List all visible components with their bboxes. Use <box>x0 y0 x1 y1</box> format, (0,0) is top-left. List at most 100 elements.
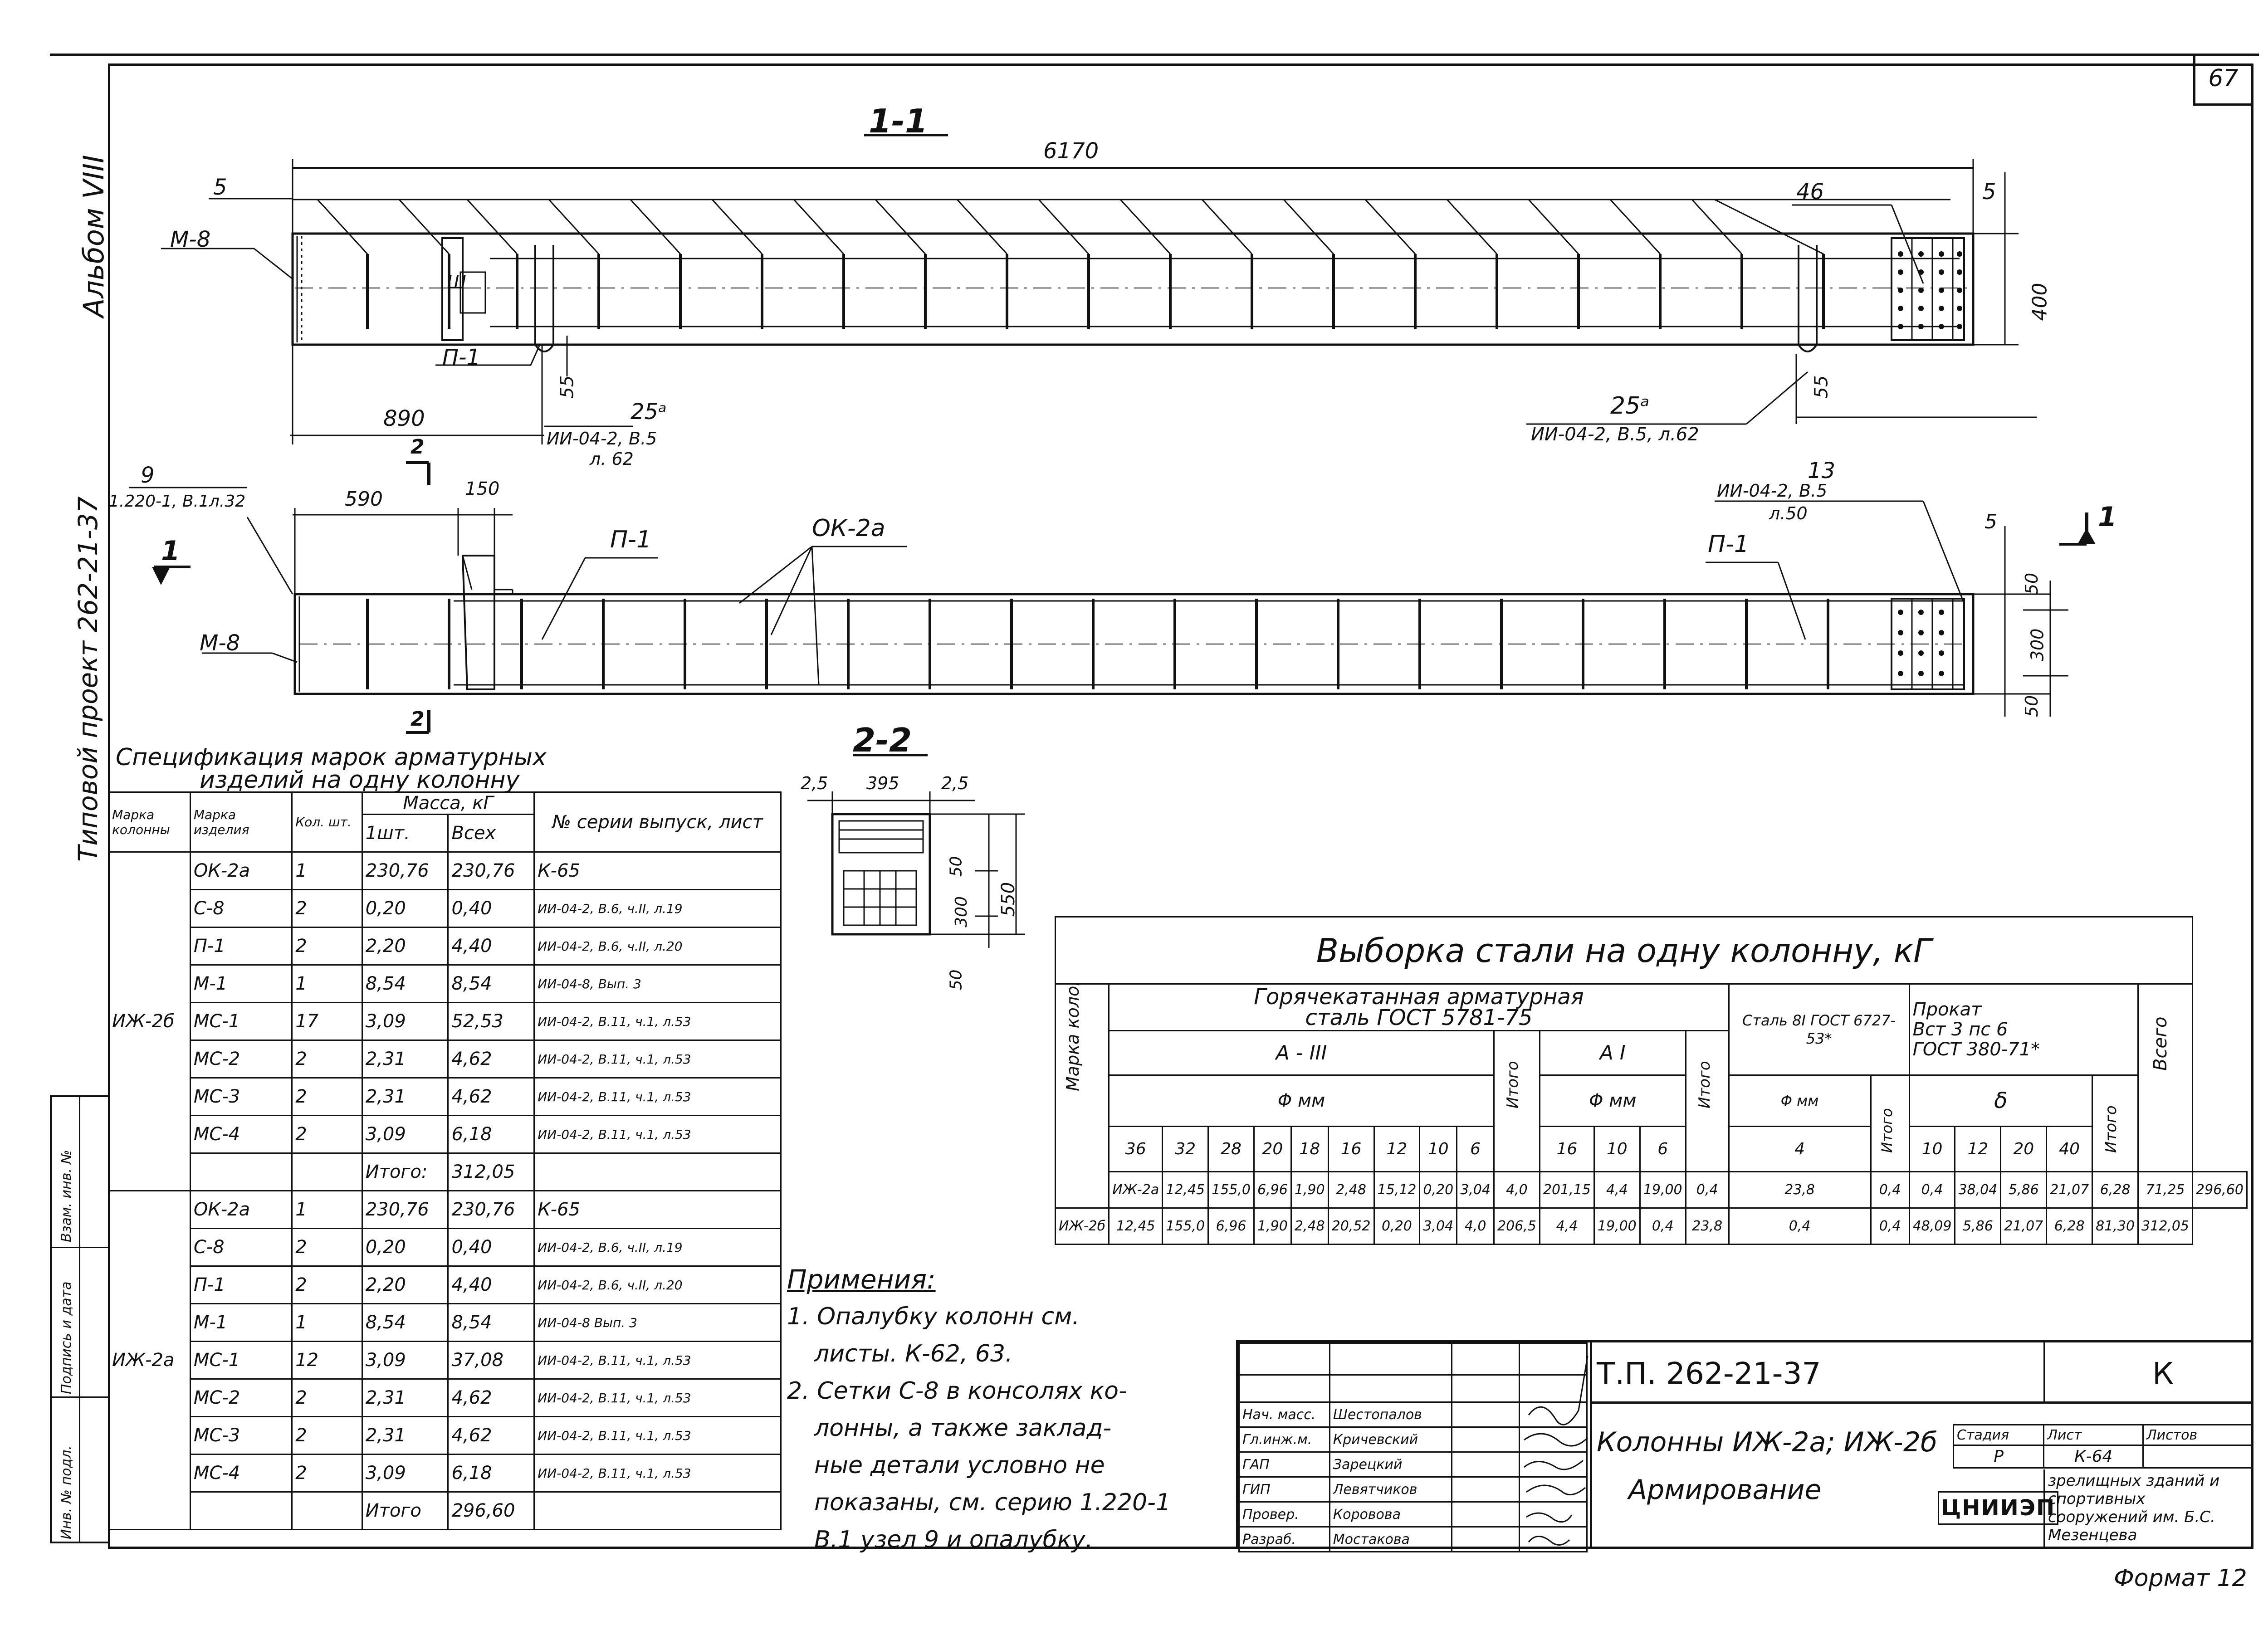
label-9: 9 <box>141 463 155 488</box>
notes-title: Примения: <box>787 1264 936 1295</box>
spec-cell: 2 <box>291 1416 363 1455</box>
label-25a-right: 25ᵃ <box>1610 392 1650 420</box>
sheet-header: Лист <box>2043 1424 2144 1446</box>
spec-h-itemmark: Марка изделия <box>189 791 293 853</box>
spec-cell: 2 <box>291 889 363 928</box>
dim-50-bottom: 50 <box>2022 695 2042 717</box>
vyb-phi-a3: Φ мм <box>1108 1074 1495 1127</box>
spec-cell: 0,20 <box>361 889 449 928</box>
s22-dim-50b: 50 <box>947 969 966 991</box>
vyb-cell: 6,96 <box>1253 1171 1292 1209</box>
vyb-hot-header: Горячекатанная арматурная сталь ГОСТ 578… <box>1108 983 1730 1031</box>
project-code: Т.П. 262-21-37 <box>1597 1356 1821 1391</box>
vyb-cell: 4,0 <box>1456 1207 1495 1245</box>
s22-dim-550: 550 <box>998 882 1019 917</box>
spec-cell: ОК-2а <box>189 1190 293 1229</box>
label-ok2a: ОК-2а <box>812 515 885 542</box>
spec-cell: ИИ-04-2, В.6, ч.II, л.20 <box>533 927 782 966</box>
dim-590: 590 <box>345 488 383 511</box>
spec-cell: 4,62 <box>447 1378 535 1417</box>
dim-6170: 6170 <box>1043 138 1099 164</box>
spec-cell: 2 <box>291 1228 363 1267</box>
vyb-cell: 201,15 <box>1539 1171 1595 1209</box>
spec-cell: 17 <box>291 1002 363 1041</box>
vyb-grand-cell: Всего <box>2137 983 2194 1172</box>
spec-cell: МС-3 <box>189 1077 293 1116</box>
spec-cell: ИИ-04-8 Вып. 3 <box>533 1303 782 1342</box>
spec-cell: 6,18 <box>447 1115 535 1154</box>
vyb-cell: 0,4 <box>1870 1171 1910 1209</box>
cut-2-bottom: 2 <box>411 708 425 731</box>
note-line: 1. Опалубку колонн см. <box>787 1303 1080 1330</box>
vyb-cell: 0,20 <box>1373 1207 1421 1245</box>
stage-value: Р <box>1952 1445 2045 1469</box>
vyb-total-steel: Итого <box>1878 1108 1896 1153</box>
vyb-cell: 20,52 <box>1327 1207 1375 1245</box>
org-logo: ЦНИИЭП <box>1937 1491 2059 1525</box>
s22-dim-25a: 2,5 <box>801 773 828 793</box>
cut-2-top: 2 <box>411 435 425 459</box>
spec-cell: ОК-2а <box>189 851 293 890</box>
vyb-phi-a1: Φ мм <box>1539 1074 1686 1127</box>
spec-h-qty: Кол. шт. <box>291 791 363 853</box>
vyb-dia: 6 <box>1456 1126 1495 1172</box>
vyb-total-a3: Итого <box>1503 1061 1522 1108</box>
title-block: Нач. масс.Шестопалов Гл.инж.м.Кричевский… <box>1236 1340 2253 1552</box>
spec-table: Марка колонны Марка изделия Кол. шт. Мас… <box>108 791 782 1530</box>
spec-cell: ИИ-04-2, В.11, ч.1, л.53 <box>533 1002 782 1041</box>
spec-cell: МС-2 <box>189 1378 293 1417</box>
vyb-dia: 20 <box>2000 1126 2048 1172</box>
s22-dim-395: 395 <box>866 773 899 793</box>
spec-cell: ИИ-04-2, В.11, ч.1, л.53 <box>533 1115 782 1154</box>
format-label: Формат 12 <box>2114 1565 2247 1592</box>
ref-25a-left-sheet: л. 62 <box>590 449 634 469</box>
label-m8-top: М-8 <box>170 227 211 252</box>
spec-cell: К-65 <box>533 851 782 890</box>
vyb-cell: 5,86 <box>2000 1171 2048 1209</box>
spec-cell: 4,40 <box>447 1265 535 1304</box>
vyb-dia: 40 <box>2046 1126 2093 1172</box>
vyb-dia: 10 <box>1593 1126 1641 1172</box>
spec-cell: ИИ-04-2, В.6, ч.II, л.19 <box>533 1228 782 1267</box>
vyb-phi4: Φ мм <box>1728 1074 1872 1127</box>
org-name: зрелищных зданий и спортивных сооружений… <box>2048 1472 2220 1544</box>
spec-cell: ИИ-04-2, В.11, ч.1, л.53 <box>533 1040 782 1079</box>
drawing-subtitle: Армирование <box>1628 1474 1822 1506</box>
vyb-colmark-cell: Марка колонны <box>1054 983 1110 1209</box>
vyb-dia: 12 <box>1373 1126 1421 1172</box>
person: Коровова <box>1329 1501 1453 1528</box>
spec-cell: С-8 <box>189 1228 293 1267</box>
vyb-hot1: Горячекатанная арматурная <box>1254 984 1584 1010</box>
spec-cell: П-1 <box>189 1265 293 1304</box>
spec-cell: ИИ-04-2, В.6, ч.II, л.20 <box>533 1265 782 1304</box>
s22-dim-50a: 50 <box>947 856 966 877</box>
vyb-total-a3-cell: Итого <box>1493 1030 1540 1172</box>
table-row: Итого:312,05 <box>109 1152 782 1191</box>
spec-cell: МС-2 <box>189 1040 293 1079</box>
spec-cell: 2 <box>291 927 363 966</box>
vyb-cell: 2,48 <box>1327 1171 1375 1209</box>
spec-cell: ИИ-04-2, В.6, ч.II, л.19 <box>533 889 782 928</box>
person: Мостакова <box>1329 1526 1453 1552</box>
spec-cell: П-1 <box>189 927 293 966</box>
vyb-cell: ИЖ-2а <box>1108 1171 1163 1209</box>
label-p1-top: П-1 <box>442 345 480 370</box>
vyb-cell: 155,0 <box>1207 1171 1255 1209</box>
top-border-line <box>50 54 2259 56</box>
section-2-2-title: 2-2 <box>853 721 912 759</box>
spec-cell: 230,76 <box>361 851 449 890</box>
dim-50-top: 50 <box>2022 572 2042 595</box>
spec-cell: 2,31 <box>361 1077 449 1116</box>
notes-block: Примения: 1. Опалубку колонн см. листы. … <box>787 1261 1171 1558</box>
signatures-scribble <box>1524 1356 1589 1546</box>
vyb-cell: 19,00 <box>1639 1171 1686 1209</box>
